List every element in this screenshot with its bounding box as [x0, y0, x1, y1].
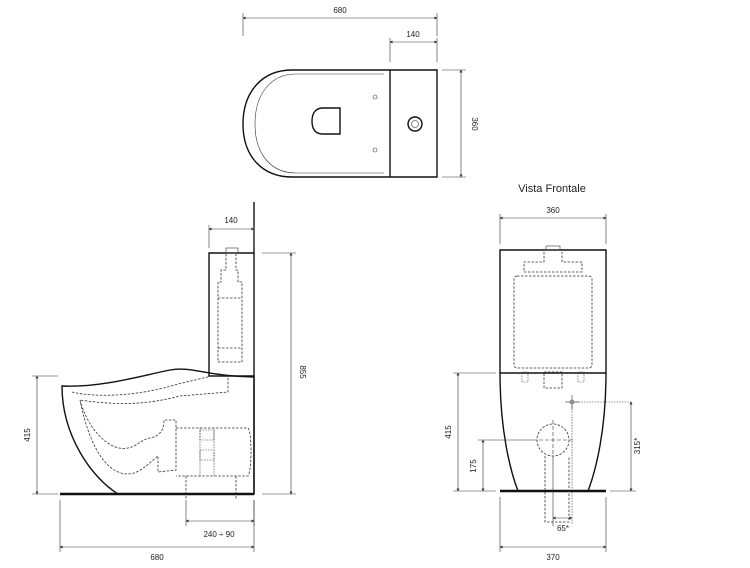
hinge-hole-icon	[372, 94, 378, 100]
dim-front-inlet: 175	[469, 459, 478, 473]
side-outlet	[176, 427, 252, 477]
front-view: Vista Frontale 360 4	[444, 183, 642, 562]
side-flush-valve	[217, 254, 243, 363]
hinge-hole-icon	[372, 147, 378, 153]
top-view: 680 140 360	[242, 6, 479, 178]
side-trap	[79, 399, 177, 475]
front-tank-button	[545, 245, 561, 251]
side-fixing	[199, 429, 215, 441]
front-flush-valve	[523, 252, 583, 273]
side-bowl-outline	[61, 368, 255, 495]
dim-side-tank: 140	[224, 216, 238, 225]
flush-button-icon	[407, 116, 423, 132]
dim-top-depth: 360	[470, 117, 479, 131]
dim-side-drain: 240 ÷ 90	[203, 530, 235, 539]
dim-front-outlet: 315*	[633, 438, 642, 454]
front-view-title: Vista Frontale	[518, 183, 586, 195]
flush-button-inner-icon	[411, 120, 419, 128]
side-view: 140 855 415 240 ÷ 90 680	[23, 202, 307, 562]
dim-front-seat: 415	[444, 425, 453, 439]
dim-front-offset: 65*	[557, 524, 569, 533]
side-bowl-inner	[71, 375, 229, 404]
dim-side-length: 680	[150, 553, 164, 562]
side-fixing	[199, 449, 215, 461]
dim-top-width: 680	[333, 6, 347, 15]
dim-top-tank: 140	[406, 30, 420, 39]
top-inner-rim	[254, 73, 384, 174]
side-tank	[208, 252, 254, 377]
dim-side-height: 855	[298, 365, 307, 379]
front-cistern-inner	[513, 275, 593, 369]
dim-side-seat: 415	[23, 428, 32, 442]
dim-front-bottom: 370	[546, 553, 560, 562]
front-outlet-pipe	[544, 456, 570, 523]
dim-front-width: 360	[546, 206, 560, 215]
front-tank	[499, 249, 607, 374]
top-view-outline	[242, 69, 438, 178]
front-valve-base	[543, 371, 563, 389]
side-tank-button	[225, 247, 239, 254]
top-bowl-opening	[311, 107, 341, 135]
